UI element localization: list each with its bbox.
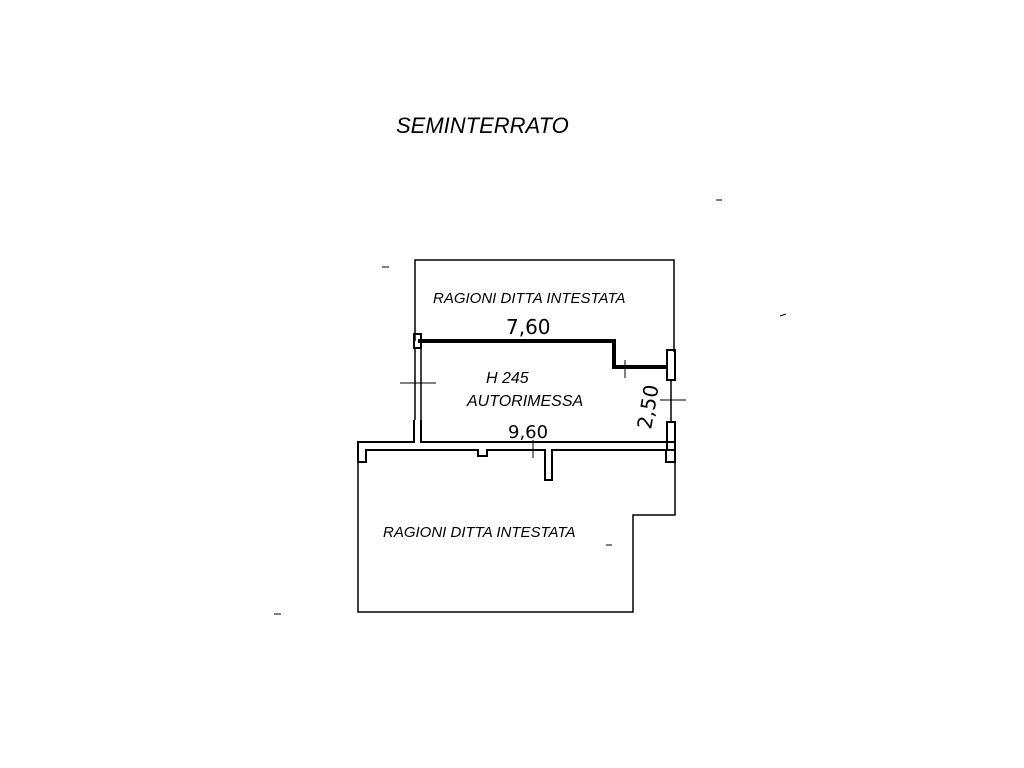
lower-neighbor-outline [357, 462, 676, 613]
dimension-right: 2,50 [632, 383, 663, 431]
plan-title: SEMINTERRATO [396, 113, 569, 138]
dimension-bottom: 9,60 [508, 422, 548, 443]
dimension-top: 7,60 [506, 315, 551, 339]
reference-marks [274, 199, 787, 615]
upper-neighbor-label: RAGIONI DITTA INTESTATA [433, 290, 626, 307]
garage-height-label: H 245 [486, 370, 529, 387]
garage-walls [357, 333, 676, 481]
lower-neighbor-label: RAGIONI DITTA INTESTATA [383, 524, 576, 541]
garage-name-label: AUTORIMESSA [466, 393, 583, 410]
upper-neighbor-outline [414, 259, 675, 352]
